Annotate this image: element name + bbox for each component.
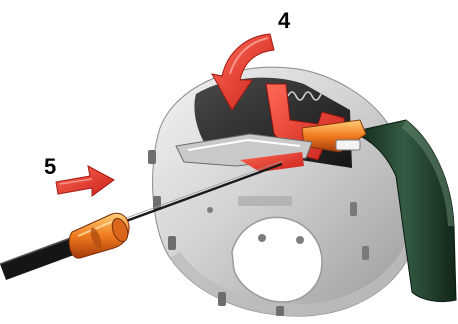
rightward-arrow xyxy=(56,166,114,196)
step-number-label: 5 xyxy=(44,156,56,178)
step-number-label: 4 xyxy=(278,10,290,32)
